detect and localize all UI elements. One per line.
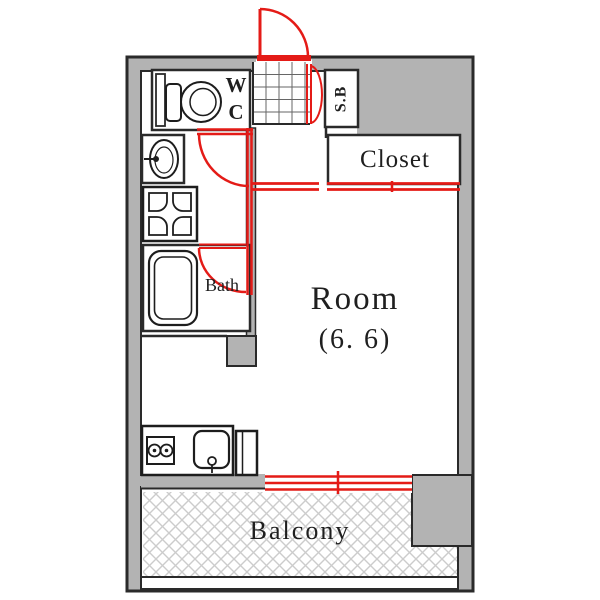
balcony-hatch-icon — [142, 492, 457, 578]
genkan-tile-icon — [252, 62, 328, 138]
toilet-icon — [165, 81, 222, 123]
kitchen-sink-icon — [192, 429, 231, 473]
shoe-box-doors-icon — [306, 64, 324, 124]
closet-box — [326, 133, 462, 186]
bathtub-icon — [147, 249, 199, 327]
washing-machine-pan-icon — [141, 185, 199, 243]
sliding-door-icon — [252, 181, 460, 192]
balcony-window-icon — [265, 471, 412, 494]
washroom-door-swing-icon — [197, 128, 253, 295]
bath-door-swing-icon — [197, 243, 247, 294]
washbasin-icon — [144, 139, 179, 179]
entrance-door-swing-icon — [257, 7, 311, 61]
gas-stove-icon — [146, 436, 175, 465]
shoe-box — [323, 68, 360, 129]
wc-shelf — [155, 73, 166, 127]
refrigerator-space-icon — [234, 429, 259, 477]
